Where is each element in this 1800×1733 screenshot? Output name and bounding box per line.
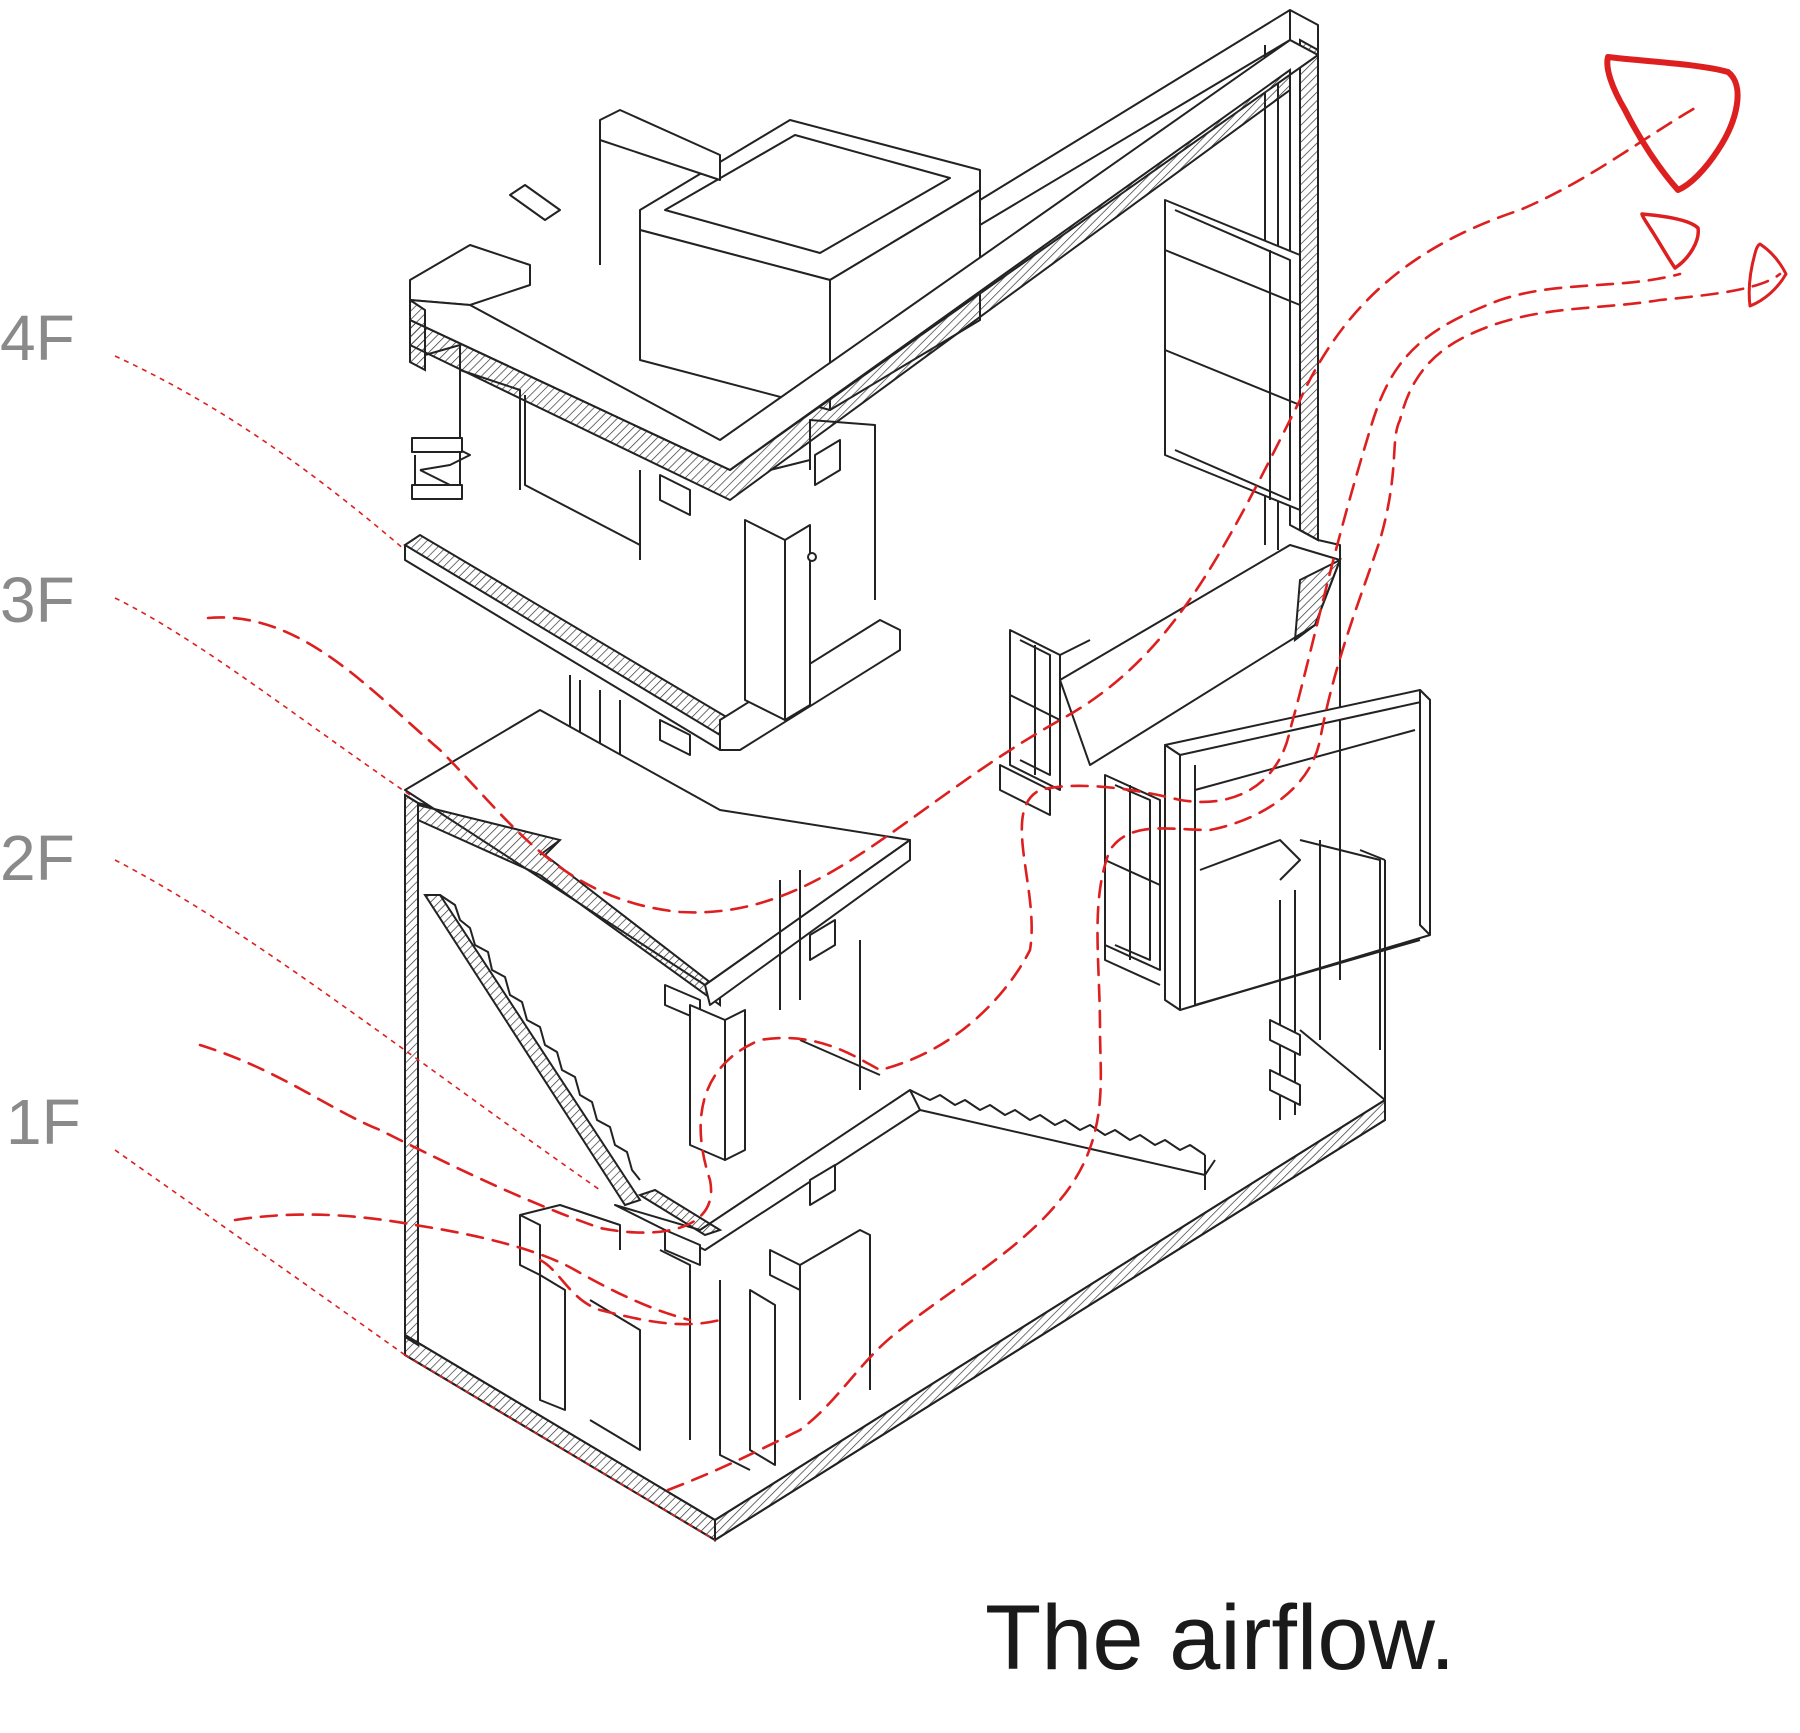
floor-label-3f: 3F: [0, 564, 75, 636]
ground-floor-interior: [519, 1204, 871, 1471]
fourth-floor-interior: [403, 344, 901, 801]
leader-line-4f: [114, 355, 406, 551]
floor-leader-lines: [114, 355, 716, 1541]
main-staircase: [423, 894, 642, 1207]
exhaust-fan-small-icon: [1747, 242, 1788, 308]
floor-label-1f: 1F: [6, 1086, 81, 1158]
airflow-path-ground: [666, 272, 1782, 1492]
airflow-path-2f-upper: [198, 272, 1682, 1234]
leader-line-3f: [114, 597, 411, 796]
third-floor-slab: [404, 709, 911, 1161]
roof-level: [409, 39, 1319, 502]
leader-line-2f: [114, 859, 601, 1191]
building-structure: [403, 9, 1431, 1542]
airflow-path-3f: [206, 106, 1697, 914]
exhaust-fans: [1604, 54, 1788, 308]
airflow-path-1f-lower: [538, 1258, 722, 1326]
right-window-bays: [999, 199, 1431, 1106]
airflow-paths: [198, 106, 1782, 1492]
floor-label-2f: 2F: [0, 822, 75, 894]
exhaust-fan-medium-icon: [1640, 212, 1700, 270]
exhaust-fan-large-icon: [1604, 54, 1741, 193]
floor-label-4f: 4F: [0, 302, 75, 374]
diagram-caption: The airflow.: [985, 1587, 1456, 1689]
leader-line-1f-base: [404, 1354, 716, 1541]
leader-line-1f: [114, 1149, 406, 1356]
second-floor-slab: [614, 1089, 1216, 1266]
airflow-path-1f: [233, 1213, 692, 1322]
